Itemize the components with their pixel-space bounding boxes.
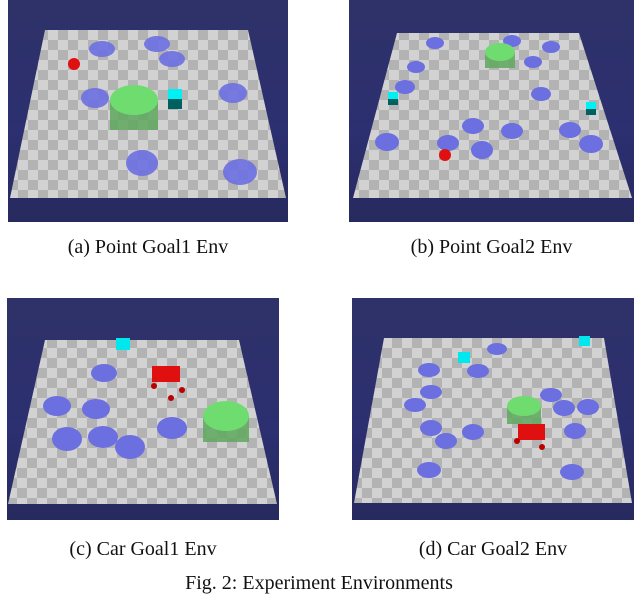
hazard — [223, 159, 257, 185]
hazard — [487, 343, 507, 355]
point-goal1-scene — [10, 30, 286, 198]
panel-car-goal1 — [7, 298, 279, 520]
vase-side — [388, 99, 398, 105]
hazard — [524, 56, 542, 68]
hazard — [159, 51, 185, 67]
hazard — [404, 398, 426, 412]
car-goal2-scene — [354, 336, 632, 503]
hazard — [426, 37, 444, 49]
hazard — [407, 61, 425, 73]
wheel — [514, 438, 520, 444]
hazard — [564, 423, 586, 439]
hazard — [553, 400, 575, 416]
point-goal2-scene — [353, 33, 632, 198]
figure-caption: Fig. 2: Experiment Environments — [185, 572, 453, 594]
hazard — [462, 118, 484, 134]
wheel — [539, 444, 545, 450]
hazard — [531, 87, 551, 101]
hazard — [420, 420, 442, 436]
point-robot — [68, 58, 80, 70]
hazard — [88, 426, 118, 448]
hazard — [115, 435, 145, 459]
hazard — [395, 80, 415, 94]
panel-point-goal1 — [8, 0, 288, 222]
car-robot — [152, 366, 180, 382]
hazard — [52, 427, 82, 451]
hazard — [503, 35, 521, 47]
goal — [110, 85, 158, 115]
vase-side — [586, 109, 596, 115]
hazard — [577, 399, 599, 415]
point-robot — [439, 149, 451, 161]
hazard — [467, 364, 489, 378]
hazard — [560, 464, 584, 480]
car-goal1-scene — [8, 338, 277, 504]
hazard — [375, 133, 399, 151]
caption-b: (b) Point Goal2 Env — [410, 236, 573, 258]
vase — [579, 336, 590, 346]
hazard — [91, 364, 117, 382]
hazard — [418, 363, 440, 377]
hazard — [471, 141, 493, 159]
floor — [353, 33, 632, 198]
goal — [507, 396, 541, 416]
hazard — [435, 433, 457, 449]
vase — [388, 92, 398, 99]
caption-a: (a) Point Goal1 Env — [67, 236, 229, 258]
wheel — [151, 383, 157, 389]
vase-side — [168, 99, 182, 109]
vase — [586, 102, 596, 109]
vase — [458, 352, 470, 363]
vase — [116, 338, 130, 350]
hazard — [462, 424, 484, 440]
wheel — [179, 387, 185, 393]
goal — [203, 401, 249, 431]
hazard — [437, 135, 459, 151]
hazard — [559, 122, 581, 138]
hazard — [219, 83, 247, 103]
panel-point-goal2 — [349, 0, 634, 222]
hazard — [540, 388, 562, 402]
caption-c: (c) Car Goal1 Env — [69, 538, 217, 560]
vase — [168, 89, 182, 99]
hazard — [144, 36, 170, 52]
hazard — [417, 462, 441, 478]
goal — [485, 43, 515, 61]
hazard — [89, 41, 115, 57]
hazard — [420, 385, 442, 399]
hazard — [501, 123, 523, 139]
hazard — [82, 399, 110, 419]
floor — [354, 338, 632, 503]
hazard — [126, 150, 158, 176]
floor — [8, 340, 277, 504]
hazard — [579, 135, 603, 153]
caption-d: (d) Car Goal2 Env — [418, 538, 568, 560]
hazard — [43, 396, 71, 416]
wheel — [168, 395, 174, 401]
hazard — [542, 41, 560, 53]
hazard — [81, 88, 109, 108]
panel-car-goal2 — [352, 298, 634, 520]
hazard — [157, 417, 187, 439]
car-robot — [518, 424, 545, 440]
